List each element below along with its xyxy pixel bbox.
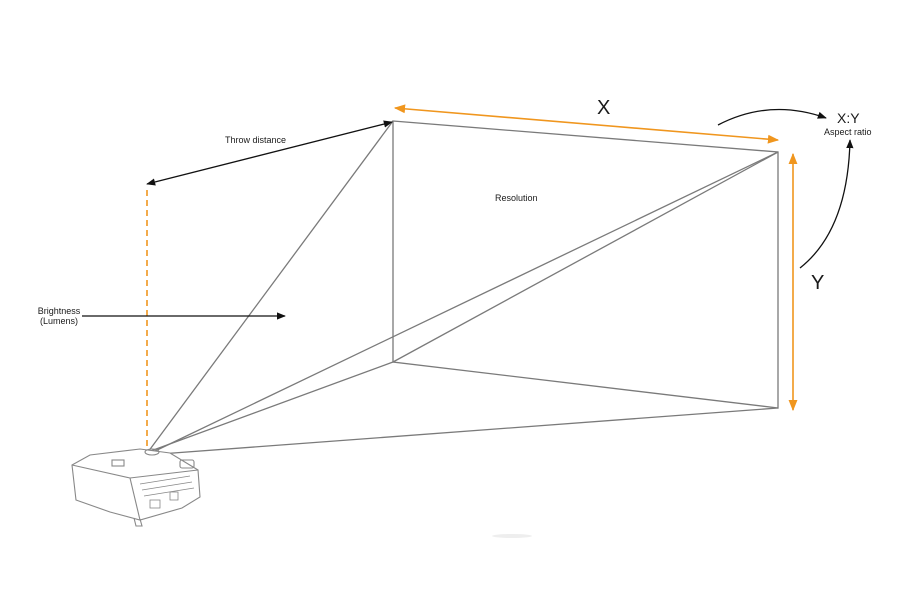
- brightness-label: Brightness (Lumens): [30, 306, 88, 326]
- y-to-ratio-arrow: [799, 139, 854, 269]
- projection-screen: [392, 120, 779, 409]
- aspect-ratio-label: Aspect ratio: [824, 127, 872, 137]
- beam-bottom-right: [159, 407, 779, 455]
- projection-frustum: [147, 120, 779, 455]
- brightness-label-line2: (Lumens): [39, 316, 78, 326]
- throw-distance-arrow: [146, 120, 393, 186]
- aspect-ratio-value: X:Y: [837, 110, 860, 126]
- dimension-arrows: [146, 104, 798, 450]
- x-dimension-label: X: [597, 97, 611, 119]
- projector-icon: [71, 448, 201, 527]
- beam-bottom-left: [147, 361, 394, 453]
- screen-diagonal: [392, 151, 779, 363]
- x-to-ratio-arrow: [717, 108, 827, 126]
- resolution-label: Resolution: [495, 193, 538, 203]
- y-dimension-label: Y: [811, 272, 825, 294]
- beam-top-left: [147, 120, 394, 453]
- projector-shadow: [492, 534, 532, 538]
- x-dimension-arrow: [393, 104, 780, 144]
- beam-top-right: [152, 151, 779, 453]
- throw-distance-label: Throw distance: [225, 135, 287, 145]
- brightness-label-line1: Brightness: [37, 306, 81, 316]
- annotation-arrows: [82, 108, 854, 320]
